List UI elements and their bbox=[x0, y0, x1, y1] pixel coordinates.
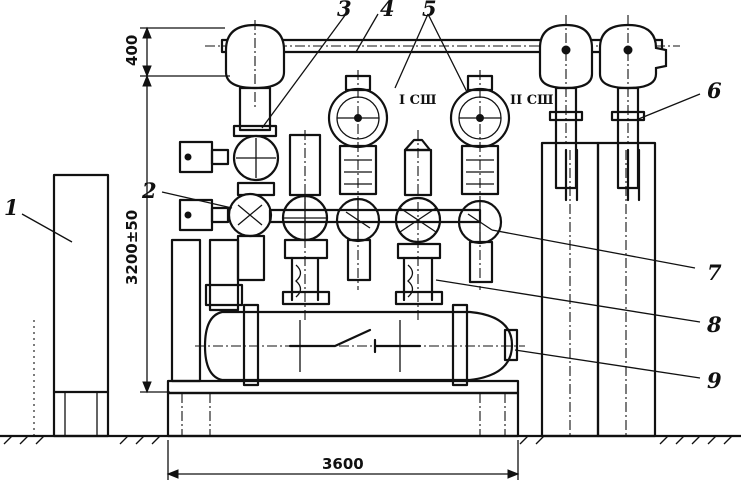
label-4: 4 bbox=[380, 0, 395, 21]
dimension-400: 400 bbox=[123, 35, 141, 66]
label-3: 3 bbox=[337, 0, 352, 21]
label-2: 2 bbox=[141, 178, 157, 203]
foundation bbox=[166, 379, 520, 438]
leader-lines bbox=[21, 13, 701, 379]
bus-label-2: II СШ bbox=[510, 93, 554, 108]
label-5: 5 bbox=[422, 0, 437, 21]
breaker-tank bbox=[195, 303, 525, 387]
label-7: 7 bbox=[707, 260, 722, 285]
dimension-3200: 3200±50 bbox=[123, 210, 141, 285]
label-8: 8 bbox=[706, 312, 722, 337]
label-6: 6 bbox=[707, 78, 722, 103]
upper-busbar bbox=[205, 15, 680, 143]
right-center-column bbox=[394, 130, 444, 320]
ground bbox=[0, 434, 741, 445]
left-column bbox=[178, 86, 280, 282]
dimension-lines bbox=[140, 26, 520, 480]
dimension-3600: 3600 bbox=[322, 455, 364, 473]
center-column bbox=[281, 130, 331, 320]
label-1: 1 bbox=[4, 195, 19, 220]
control-cabinet bbox=[33, 173, 110, 438]
support-pillars bbox=[540, 141, 657, 438]
outgoing-bushings bbox=[548, 86, 646, 202]
connecting-bar bbox=[268, 208, 482, 224]
label-9: 9 bbox=[707, 368, 722, 393]
bus-label-1: I СШ bbox=[399, 93, 436, 108]
